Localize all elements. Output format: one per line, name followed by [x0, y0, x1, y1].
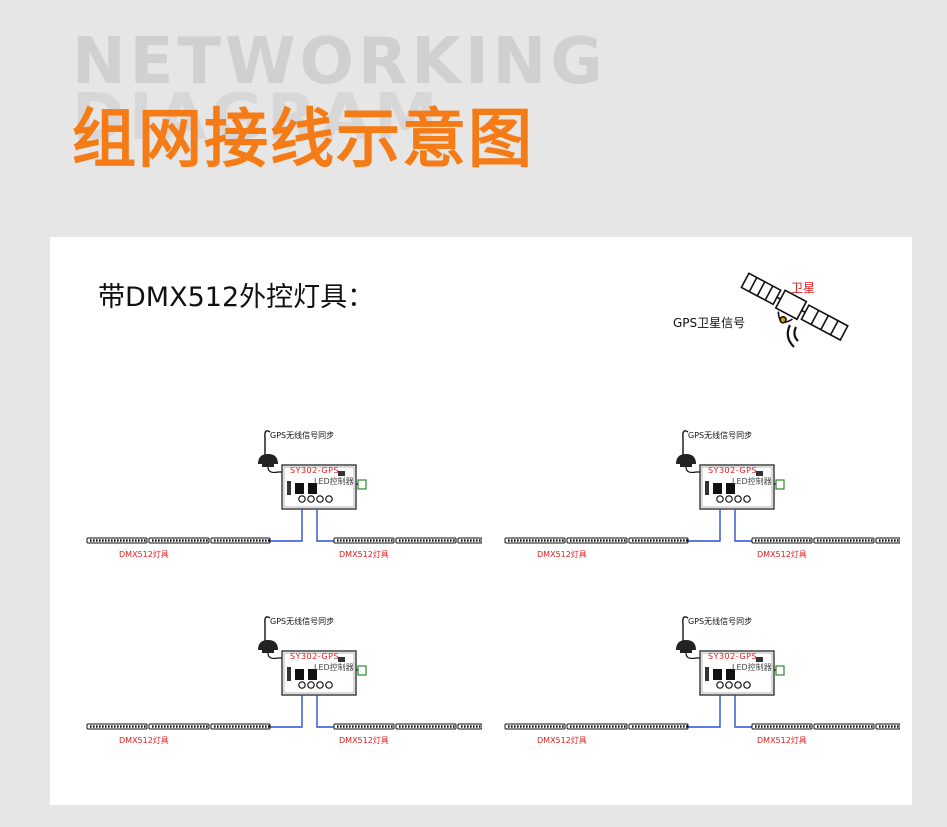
light-bar-icon — [148, 537, 210, 544]
light-bar-icon — [333, 723, 395, 730]
network-unit-2: GPS无线信号同步 SY302-GPS LED控制器 DMX512灯具 DMX5… — [500, 424, 901, 564]
light-bar-icon — [210, 723, 271, 730]
device-model: SY302-GPS — [708, 466, 758, 475]
control-knob — [725, 495, 733, 503]
control-knob — [325, 681, 333, 689]
device-model: SY302-GPS — [290, 466, 340, 475]
control-knob — [743, 495, 751, 503]
control-knob — [743, 681, 751, 689]
light-bar-icon — [566, 537, 628, 544]
light-bar-icon — [395, 537, 457, 544]
diagram-panel: 带DMX512外控灯具： 卫星 GPS卫星信号 GPS无线信号同步 SY302-… — [50, 237, 912, 805]
gps-antenna-icon — [676, 430, 706, 474]
controller-icon — [699, 464, 785, 510]
dmx-wire-left — [270, 695, 303, 728]
dmx-wire-right — [734, 509, 752, 542]
light-bar-icon — [628, 723, 689, 730]
light-bar-icon — [86, 723, 148, 730]
dmx-wire-right — [316, 509, 334, 542]
device-subtitle: LED控制器 — [314, 477, 354, 486]
light-bar-icon — [628, 537, 689, 544]
diagram-subtitle: 带DMX512外控灯具： — [98, 282, 375, 313]
fixture-label-right: DMX512灯具 — [339, 736, 389, 745]
controller-icon — [699, 650, 785, 696]
light-bar-icon — [333, 537, 395, 544]
control-knob — [325, 495, 333, 503]
control-knob — [307, 495, 315, 503]
page-title: 组网接线示意图 — [72, 103, 534, 177]
background-word-networking: NETWORKING — [72, 25, 607, 99]
light-bar-icon — [210, 537, 271, 544]
light-bar-icon — [566, 723, 628, 730]
light-bar-icon — [457, 537, 483, 544]
light-bar-icon — [875, 723, 901, 730]
satellite-label: 卫星 — [791, 281, 816, 295]
satellite-icon — [740, 272, 849, 348]
control-knob — [734, 681, 742, 689]
dmx-wire-right — [316, 695, 334, 728]
controller-icon — [281, 650, 367, 696]
network-unit-1: GPS无线信号同步 SY302-GPS LED控制器 DMX512灯具 DMX5… — [82, 424, 483, 564]
gps-antenna-icon — [258, 430, 288, 474]
light-bar-icon — [751, 537, 813, 544]
device-subtitle: LED控制器 — [732, 477, 772, 486]
device-model: SY302-GPS — [290, 652, 340, 661]
fixture-label-left: DMX512灯具 — [119, 736, 169, 745]
light-bar-icon — [504, 723, 566, 730]
light-bar-icon — [395, 723, 457, 730]
antenna-label: GPS无线信号同步 — [270, 617, 335, 626]
control-knob — [298, 681, 306, 689]
network-unit-3: GPS无线信号同步 SY302-GPS LED控制器 DMX512灯具 DMX5… — [82, 610, 483, 750]
gps-antenna-icon — [258, 616, 288, 660]
light-bar-icon — [813, 537, 875, 544]
device-model: SY302-GPS — [708, 652, 758, 661]
antenna-label: GPS无线信号同步 — [688, 431, 753, 440]
dmx-wire-right — [734, 695, 752, 728]
light-bar-icon — [751, 723, 813, 730]
fixture-label-left: DMX512灯具 — [537, 550, 587, 559]
device-subtitle: LED控制器 — [732, 663, 772, 672]
light-bar-icon — [813, 723, 875, 730]
light-bar-icon — [148, 723, 210, 730]
control-knob — [307, 681, 315, 689]
device-subtitle: LED控制器 — [314, 663, 354, 672]
antenna-label: GPS无线信号同步 — [688, 617, 753, 626]
control-knob — [716, 681, 724, 689]
network-unit-4: GPS无线信号同步 SY302-GPS LED控制器 DMX512灯具 DMX5… — [500, 610, 901, 750]
light-bar-icon — [457, 723, 483, 730]
fixture-label-right: DMX512灯具 — [757, 736, 807, 745]
control-knob — [725, 681, 733, 689]
light-bar-icon — [86, 537, 148, 544]
fixture-label-left: DMX512灯具 — [119, 550, 169, 559]
light-bar-icon — [875, 537, 901, 544]
fixture-label-right: DMX512灯具 — [339, 550, 389, 559]
control-knob — [716, 495, 724, 503]
fixture-label-left: DMX512灯具 — [537, 736, 587, 745]
control-knob — [734, 495, 742, 503]
control-knob — [298, 495, 306, 503]
control-knob — [316, 495, 324, 503]
background-word-diagram: DIAGRAM — [72, 81, 442, 155]
gps-antenna-icon — [676, 616, 706, 660]
controller-icon — [281, 464, 367, 510]
dmx-wire-left — [688, 509, 721, 542]
dmx-wire-left — [270, 509, 303, 542]
control-knob — [316, 681, 324, 689]
dmx-wire-left — [688, 695, 721, 728]
gps-signal-label: GPS卫星信号 — [673, 316, 746, 330]
fixture-label-right: DMX512灯具 — [757, 550, 807, 559]
antenna-label: GPS无线信号同步 — [270, 431, 335, 440]
light-bar-icon — [504, 537, 566, 544]
